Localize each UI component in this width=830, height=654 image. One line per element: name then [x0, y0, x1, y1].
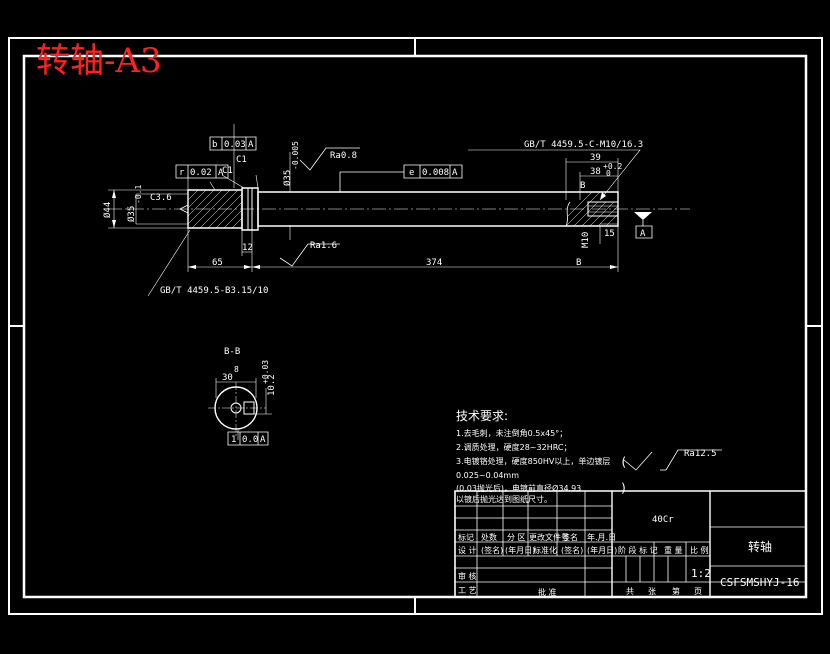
dia-35-left-tol: -0.1 [134, 185, 143, 204]
tol-b-ref: A [248, 140, 254, 150]
tol-bot-value: 0.0 [242, 435, 258, 445]
tb-stage: 阶 段 标 记 [618, 545, 658, 555]
tb-sheet-word: 张 [648, 587, 656, 596]
scale-value: 1:2 [691, 567, 711, 580]
ra125-label: Ra12.5 [684, 449, 717, 459]
section-view-label: B-B [224, 347, 240, 357]
thread-hole [588, 202, 618, 216]
tb-design-date: (年月日) [505, 545, 535, 555]
tb-process: 工 艺 [458, 586, 477, 595]
tol-bot-symbol: 1 [231, 435, 236, 445]
dim-b-mark: B [576, 258, 581, 268]
dia-35-upper-label: Ø35 [282, 170, 293, 186]
arrowheads [112, 190, 652, 269]
tol-b-value: 0.03 [224, 140, 246, 150]
tb-sheet-no: 第 [672, 586, 680, 596]
tol-r-ref: A [218, 168, 224, 178]
tb-docno: 更改文件号 [529, 532, 569, 542]
shaft-main-view [108, 188, 690, 230]
dia-35-upper-tol: -0.005 [291, 141, 300, 170]
dim-15: 15 [604, 229, 615, 239]
gbt-top-label: GB/T 4459.5-C-M10/16.3 [524, 140, 643, 150]
tb-std: 标准化 [533, 545, 557, 555]
watermark-title: 转轴-A3 [36, 41, 162, 81]
dim-38-tol: +0.2 [603, 162, 622, 171]
material-label: 40Cr [652, 515, 674, 525]
tol-e-ref: A [452, 168, 458, 178]
title-block [455, 491, 806, 597]
tb-date: 年.月.日 [587, 532, 616, 542]
dim-38: 38 [590, 167, 601, 177]
section-bb [208, 378, 272, 445]
tb-count: 处数 [481, 532, 497, 542]
part-name: 转轴 [748, 539, 772, 554]
ra08-label: Ra0.8 [330, 151, 357, 161]
tech-line-3: 3.电镀铬处理，硬度850HV以上，单边镀层 [456, 456, 610, 466]
section-dim-8: 8 [234, 365, 239, 374]
tech-line-1: 1.去毛刺，未注倒角0.5x45°； [456, 428, 567, 438]
tb-weight: 重 量 [664, 545, 683, 555]
chamfer-c1-left: C1 [222, 166, 233, 176]
section-dim-10: 10.2 [267, 374, 277, 396]
dim-39: 39 [590, 153, 601, 163]
tb-ratio: 比 例 [690, 545, 709, 555]
dim-38-tol2: 0 [606, 169, 611, 178]
tb-check: 审 核 [458, 571, 477, 581]
left-hatch [188, 190, 242, 228]
roughness-bracket-open: ( [620, 455, 627, 469]
dim-12: 12 [242, 243, 253, 253]
tb-page-word: 页 [694, 587, 702, 596]
gbt-bottom-label: GB/T 4459.5-B3.15/10 [160, 286, 268, 296]
tol-frame-r [176, 165, 228, 178]
tb-approve: 批 准 [538, 587, 557, 597]
section-dim-30: 30 [222, 373, 233, 383]
section-tol: +0.03 [261, 360, 270, 384]
dia-35-left-label: Ø35 [126, 206, 137, 222]
datum-a-label: A [640, 229, 646, 239]
dim-b-small: B [580, 181, 585, 191]
tol-e-value: 0.008 [422, 168, 449, 178]
tech-title: 技术要求: [456, 409, 508, 423]
tb-sheets-total: 共 [626, 587, 634, 596]
roughness-bracket-close: ) [620, 481, 627, 495]
tol-frame-b [210, 137, 256, 150]
tol-e-symbol: e [409, 168, 414, 178]
roughness-symbols [280, 148, 722, 470]
tol-frame-e [340, 165, 462, 192]
tb-design: 设 计 [458, 545, 477, 555]
tb-zone: 分 区 [507, 533, 526, 542]
tol-r-value: 0.02 [190, 168, 212, 178]
tb-sign: 签名 [562, 532, 578, 542]
tb-std-date: (年月日) [587, 545, 617, 555]
tb-std-sign: (签名) [561, 545, 583, 555]
tb-design-sign: (签名) [481, 545, 503, 555]
tol-b-symbol: b [212, 140, 217, 150]
dia-44-label: Ø44 [102, 202, 113, 218]
tol-bot-ref: A [260, 435, 266, 445]
tech-line-6: 以镀后抛光达到图纸尺寸。 [456, 494, 552, 504]
drawing-number: CSFSMSHYJ-16 [720, 576, 799, 589]
dimensions-main [108, 124, 640, 296]
tb-mark: 标记 [458, 532, 474, 542]
tol-r-symbol: r [179, 168, 185, 178]
sheet-border [9, 38, 822, 614]
dim-c36: C3.6 [150, 193, 172, 203]
dim-65: 65 [212, 258, 223, 268]
m10-label: M10 [581, 232, 591, 248]
datum-a [636, 220, 652, 238]
chamfer-c1-top: C1 [236, 155, 247, 165]
tech-line-5: (0.03抛光后)，电镀前直径Ø34.93 [456, 483, 581, 493]
tech-line-4: 0.025~0.04mm [456, 471, 519, 480]
dim-374: 374 [426, 258, 442, 268]
tech-line-2: 2.调质处理，硬度28~32HRC； [456, 442, 571, 452]
ra16-label: Ra1.6 [310, 241, 337, 251]
